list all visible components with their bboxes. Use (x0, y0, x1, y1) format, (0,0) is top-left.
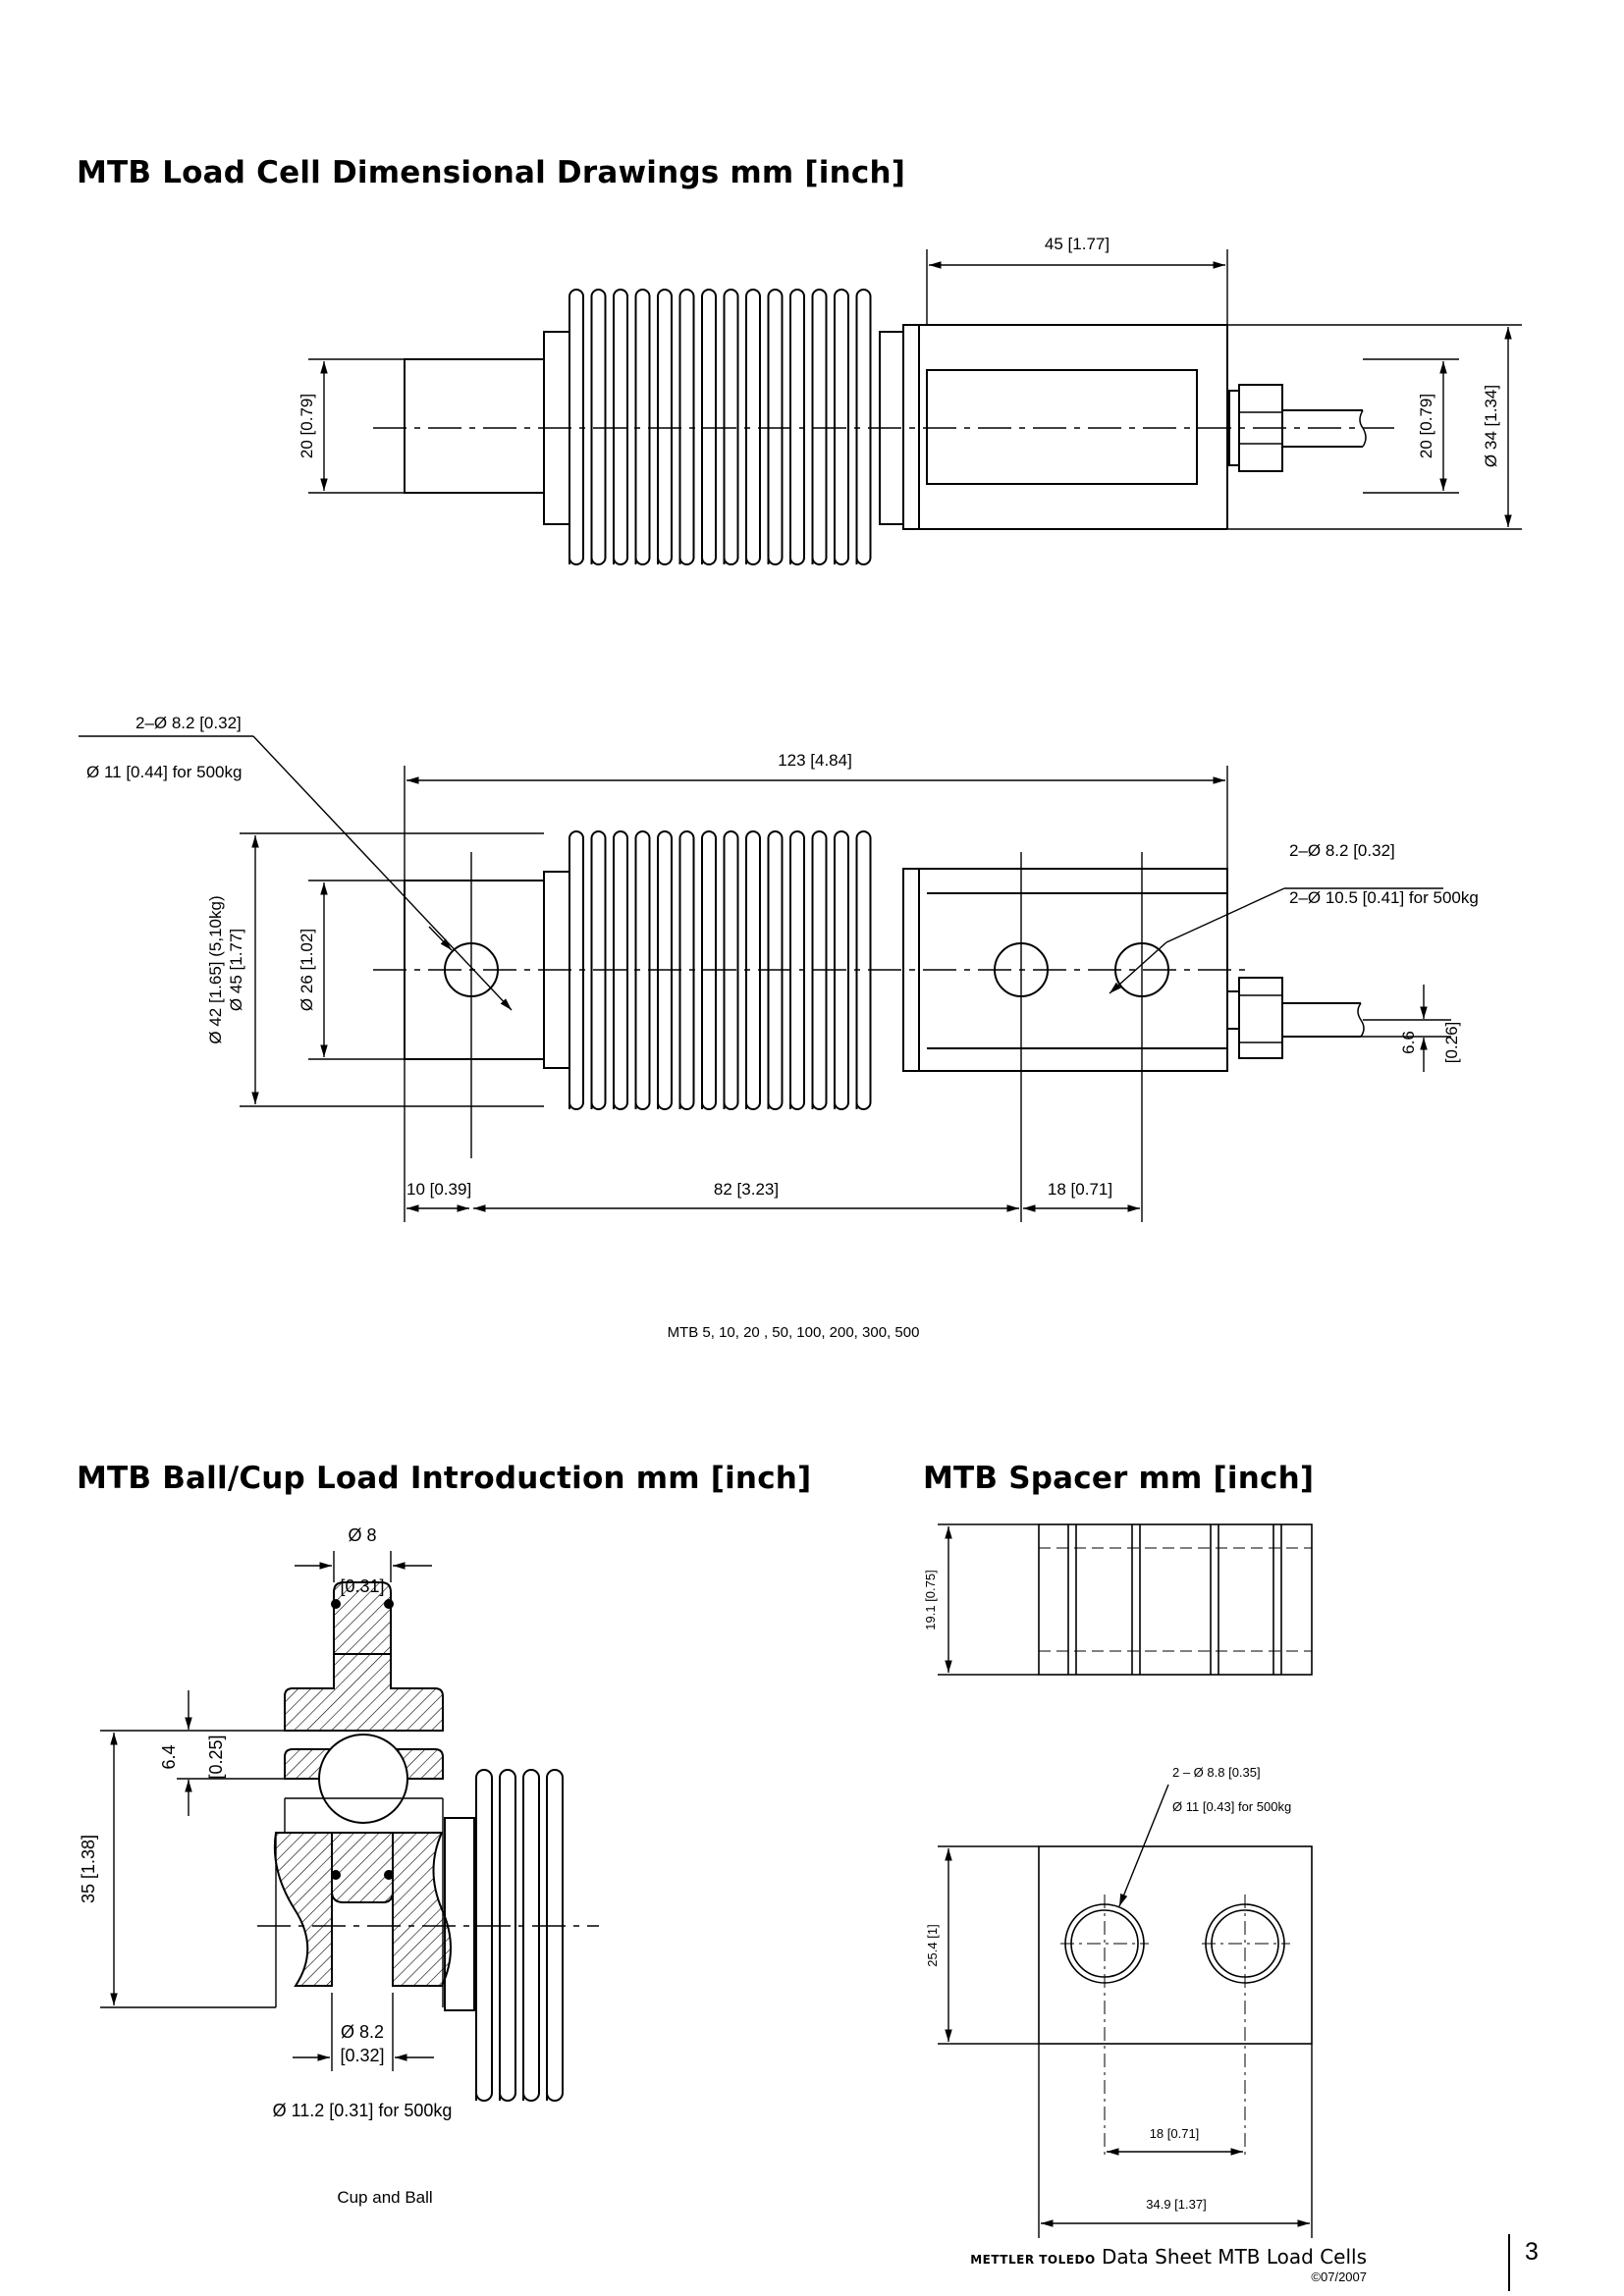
bellows-fin (522, 1769, 540, 2102)
bellows-fin (678, 289, 695, 565)
spacer-hole-label-1: 2 – Ø 8.8 [0.35] (1172, 1765, 1261, 1780)
bellows-fin (568, 289, 584, 565)
bellows-fin (834, 289, 849, 565)
top-hole-left-label-2: Ø 11 [0.44] for 500kg (86, 763, 242, 781)
heading-ball-cup: MTB Ball/Cup Load Introduction mm [inch] (77, 1461, 812, 1496)
cup-dia-8-inch-label: [0.31] (340, 1576, 384, 1596)
bellows-fin (767, 830, 784, 1110)
side-view-bellows (568, 289, 872, 565)
top-length-123-label: 123 [4.84] (778, 751, 852, 770)
cup-dia-11-2-label: Ø 11.2 [0.31] for 500kg (273, 2101, 453, 2120)
models-caption: MTB 5, 10, 20 , 50, 100, 200, 300, 500 (668, 1324, 920, 1341)
bellows-fin (723, 289, 739, 565)
bellows-fin (475, 1769, 493, 2102)
top-hole-right-label-1: 2–Ø 8.2 [0.32] (1289, 841, 1395, 860)
bellows-fin (546, 1769, 564, 2102)
bellows-fin (811, 830, 828, 1110)
bellows-fin (855, 830, 872, 1110)
footer-brand: METTLER TOLEDO Data Sheet MTB Load Cells (970, 2245, 1367, 2269)
top-dim-10-label: 10 [0.39] (406, 1180, 471, 1199)
bellows-fin (678, 830, 695, 1110)
bellows-fin (701, 830, 717, 1110)
spacer-h-25-4-label: 25.4 [1] (925, 1924, 940, 1966)
top-hole-right-label-2: 2–Ø 10.5 [0.41] for 500kg (1289, 888, 1479, 907)
spacer-dim-18-label: 18 [0.71] (1150, 2126, 1200, 2141)
bellows-fin (745, 830, 761, 1110)
bellows-fin (723, 830, 739, 1110)
bellows-fin (834, 830, 849, 1110)
side-dia-34-label: Ø 34 [1.34] (1482, 385, 1500, 467)
top-hole-left-label-1: 2–Ø 8.2 [0.32] (135, 714, 242, 732)
top-dim-18-label: 18 [0.71] (1048, 1180, 1112, 1199)
bellows-fin (590, 830, 607, 1110)
heading-dimensional-drawings: MTB Load Cell Dimensional Drawings mm [i… (77, 155, 906, 190)
heading-spacer: MTB Spacer mm [inch] (923, 1461, 1315, 1496)
cup-h-0-25-label: [0.25] (206, 1735, 226, 1779)
top-offset-6-6-label: 6.6 (1399, 1031, 1418, 1054)
bellows-fin (657, 830, 673, 1110)
bellows-fin (613, 830, 628, 1110)
side-view-drawing (373, 289, 1394, 565)
top-view-drawing (373, 830, 1365, 1222)
top-view-bellows (568, 830, 872, 1110)
ball-cup-dimensions (100, 1551, 434, 2071)
bellows-fin (634, 289, 651, 565)
side-dia-20-left-label: 20 [0.79] (298, 394, 316, 458)
footer-date: ©07/2007 (1311, 2269, 1367, 2284)
bellows-fin (789, 289, 805, 565)
bellows-fin (855, 289, 872, 565)
cup-dia-8-label: Ø 8 (348, 1525, 376, 1545)
bellows-fin (811, 289, 828, 565)
spacer-dim-34-9-label: 34.9 [1.37] (1146, 2197, 1206, 2212)
top-offset-0-26-label: [0.26] (1442, 1022, 1461, 1064)
bellows-fin (701, 289, 717, 565)
cup-h-35-label: 35 [1.38] (79, 1835, 98, 1903)
bellows-fin (767, 289, 784, 565)
cup-dia-8-2-label: Ø 8.2 (341, 2022, 384, 2042)
top-dia-26-label: Ø 26 [1.02] (298, 929, 316, 1011)
bellows-fin (745, 289, 761, 565)
footer-doc-title: Data Sheet MTB Load Cells (1102, 2245, 1367, 2269)
side-view-dimensions (308, 249, 1522, 530)
cup-h-6-4-label: 6.4 (159, 1744, 179, 1769)
top-dia-45-label: Ø 45 [1.77] (227, 929, 245, 1011)
spacer-drawing (1038, 1523, 1313, 2160)
bellows-fin (568, 830, 584, 1110)
footer-brand-name: METTLER TOLEDO (970, 2253, 1096, 2267)
side-length-45-label: 45 [1.77] (1045, 235, 1110, 253)
bellows-fin (613, 289, 628, 565)
top-dim-82-label: 82 [3.23] (714, 1180, 779, 1199)
top-dia-42-label: Ø 42 [1.65] (5,10kg) (206, 895, 225, 1043)
page-number: 3 (1525, 2238, 1539, 2266)
ball-cup-drawing (257, 1581, 599, 2102)
bellows-fin (657, 289, 673, 565)
cup-and-ball-caption: Cup and Ball (337, 2188, 432, 2207)
spacer-dimensions (938, 1523, 1313, 2238)
bellows-fin (789, 830, 805, 1110)
bellows-fin (499, 1769, 516, 2102)
top-view-dimensions (79, 735, 1451, 1212)
bellows-fin (634, 830, 651, 1110)
bellows-fin (590, 289, 607, 565)
cup-dia-8-2-inch-label: [0.32] (340, 2046, 384, 2065)
side-dia-20-right-label: 20 [0.79] (1417, 394, 1435, 458)
footer-separator (1508, 2234, 1510, 2291)
spacer-hole-label-2: Ø 11 [0.43] for 500kg (1172, 1799, 1291, 1814)
spacer-h-19-1-label: 19.1 [0.75] (923, 1570, 938, 1629)
